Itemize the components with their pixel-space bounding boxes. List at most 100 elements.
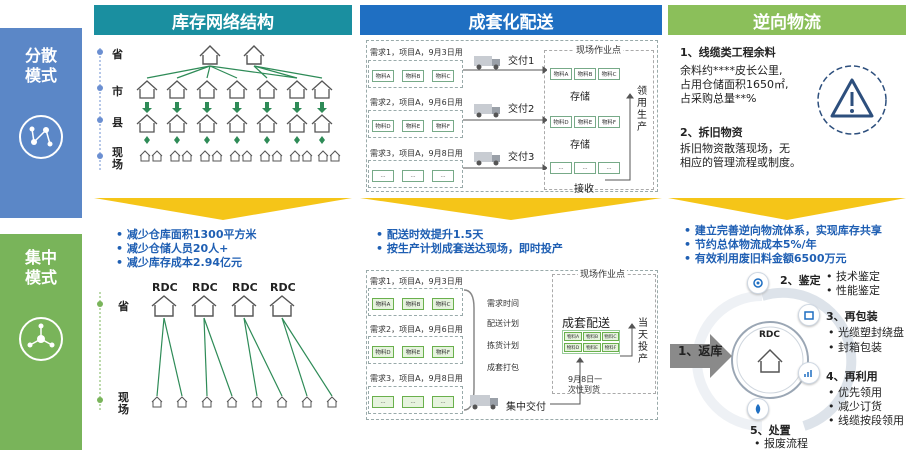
appraisal-title: 2、鉴定 bbox=[780, 274, 821, 287]
site-material-box: ... bbox=[598, 162, 620, 174]
cycle-center-label: RDC bbox=[759, 330, 781, 340]
centralized-level-site: 现场 bbox=[118, 391, 129, 416]
reverse-item1-line: 占采购总量**% bbox=[680, 92, 757, 105]
disposal-icon bbox=[747, 398, 769, 420]
disposal-item: • 报废流程 bbox=[754, 437, 808, 450]
concentrated-delivery-label: 集中交付 bbox=[506, 402, 546, 413]
level-city: 市 bbox=[112, 85, 123, 98]
kit-material: 物料E bbox=[583, 343, 601, 352]
truck-icon bbox=[474, 104, 500, 118]
material-box: 物料B bbox=[402, 70, 424, 82]
step-label: 配送计划 bbox=[487, 319, 519, 328]
reuse-item: • 线缆按段领用 bbox=[828, 414, 904, 427]
appraisal-item: • 技术鉴定 bbox=[826, 270, 880, 283]
reverse-benefit-3: • 有效利用废旧料金额6500万元 bbox=[684, 252, 847, 265]
step-label: 成套打包 bbox=[487, 363, 519, 372]
reverse-item2-line: 相应的管理流程或制度。 bbox=[680, 156, 801, 169]
side-scattered-label: 分散模式 bbox=[24, 46, 57, 85]
bracket-icon bbox=[463, 289, 475, 411]
header-network: 库存网络结构 bbox=[94, 5, 352, 35]
reverse-item2-title: 2、拆旧物资 bbox=[680, 126, 743, 139]
reverse-cycle-diagram bbox=[670, 287, 857, 431]
down-chevron-icon bbox=[360, 198, 662, 220]
kit-material: 物料F bbox=[602, 343, 619, 352]
repack-item: • 光缆塑封绕盘 bbox=[828, 326, 904, 339]
truck-icon bbox=[470, 395, 498, 410]
material-box: ... bbox=[372, 396, 394, 408]
material-box: 物料F bbox=[432, 120, 454, 132]
reverse-benefit-1: • 建立完善逆向物流体系，实现库存共享 bbox=[684, 224, 882, 237]
scattered-request-3: 需求3，项目A，9月8日用 bbox=[370, 149, 463, 158]
delivery-2-label: 交付2 bbox=[508, 104, 535, 115]
material-box: 物料E bbox=[402, 120, 424, 132]
site-material-box: 物料E bbox=[574, 116, 596, 128]
centralized-site-area-label: 现场作业点 bbox=[578, 267, 628, 280]
kit-material: 物料B bbox=[583, 332, 601, 341]
material-box: 物料C bbox=[432, 70, 454, 82]
storage-label-2: 存储 bbox=[570, 140, 590, 151]
material-box: ... bbox=[402, 170, 424, 182]
kit-material: 物料C bbox=[602, 332, 619, 341]
appraisal-icon bbox=[747, 272, 769, 294]
material-box: 物料D bbox=[372, 120, 394, 132]
warning-icon bbox=[817, 65, 887, 135]
scattered-request-1: 需求1，项目A，9月3日用 bbox=[370, 48, 463, 57]
site-material-box: ... bbox=[550, 162, 572, 174]
delivery-1-label: 交付1 bbox=[508, 56, 535, 67]
site-material-box: 物料C bbox=[598, 68, 620, 80]
kit-date-label: 9月8日一次性到货 bbox=[568, 375, 603, 394]
delivery-benefit-1: • 配送时效提升1.5天 bbox=[376, 228, 484, 241]
appraisal-item: • 性能鉴定 bbox=[826, 284, 880, 297]
rdc-label: RDC bbox=[232, 281, 258, 294]
site-material-box: 物料A bbox=[550, 68, 572, 80]
material-box: ... bbox=[432, 396, 454, 408]
reverse-benefit-2: • 节约总体物流成本5%/年 bbox=[684, 238, 817, 251]
material-box: ... bbox=[402, 396, 424, 408]
centralized-level-province: 省 bbox=[118, 300, 129, 313]
centralized-network-diagram bbox=[97, 292, 338, 410]
truck-icon bbox=[474, 152, 500, 166]
disposal-title: 5、处置 bbox=[750, 424, 791, 437]
storage-label-1: 存储 bbox=[570, 92, 590, 103]
kit-material: 物料A bbox=[564, 332, 582, 341]
rdc-label: RDC bbox=[270, 281, 296, 294]
delivery-3-label: 交付3 bbox=[508, 152, 535, 163]
arrow-line bbox=[550, 323, 636, 405]
material-box: 物料C bbox=[432, 298, 454, 310]
material-box: 物料D bbox=[372, 346, 394, 358]
reuse-icon bbox=[798, 362, 820, 384]
reuse-title: 4、再利用 bbox=[826, 370, 878, 383]
truck-icon bbox=[474, 56, 500, 70]
reuse-item: • 优先领用 bbox=[828, 386, 882, 399]
production-use-label: 领用生产 bbox=[637, 86, 647, 133]
material-box: 物料A bbox=[372, 70, 394, 82]
centralized-request-3: 需求3，项目A，9月8日用 bbox=[370, 374, 463, 383]
material-box: ... bbox=[432, 170, 454, 182]
return-label: 1、返库 bbox=[678, 344, 723, 358]
repack-icon bbox=[798, 304, 820, 326]
reverse-item2-line: 拆旧物资散落现场，无 bbox=[680, 142, 790, 155]
scattered-request-2: 需求2，项目A，9月6日用 bbox=[370, 98, 463, 107]
level-county: 县 bbox=[112, 116, 123, 129]
material-box: 物料E bbox=[402, 346, 424, 358]
site-material-box: 物料B bbox=[574, 68, 596, 80]
header-reverse: 逆向物流 bbox=[668, 5, 906, 35]
step-label: 拣货计划 bbox=[487, 341, 519, 350]
site-material-box: 物料F bbox=[598, 116, 620, 128]
rdc-label: RDC bbox=[152, 281, 178, 294]
level-site: 现场 bbox=[112, 146, 123, 171]
reverse-item1-line: 占用仓储面积1650㎡, bbox=[680, 78, 789, 91]
material-box: 物料A bbox=[372, 298, 394, 310]
side-centralized-label: 集中模式 bbox=[24, 248, 57, 287]
repack-title: 3、再包装 bbox=[826, 310, 878, 323]
level-province: 省 bbox=[112, 48, 123, 61]
hub-network-icon bbox=[19, 317, 63, 361]
site-material-box: ... bbox=[574, 162, 596, 174]
network-benefit-3: • 减少库存成本2.94亿元 bbox=[116, 256, 243, 269]
site-material-box: 物料D bbox=[550, 116, 572, 128]
delivery-benefit-2: • 按生产计划成套送达现场，即时投产 bbox=[376, 242, 563, 255]
scattered-site-area-label: 现场作业点 bbox=[574, 43, 624, 56]
material-box: ... bbox=[372, 170, 394, 182]
centralized-request-2: 需求2，项目A，9月6日用 bbox=[370, 325, 463, 334]
network-benefit-1: • 减少仓库面积1300平方米 bbox=[116, 228, 257, 241]
